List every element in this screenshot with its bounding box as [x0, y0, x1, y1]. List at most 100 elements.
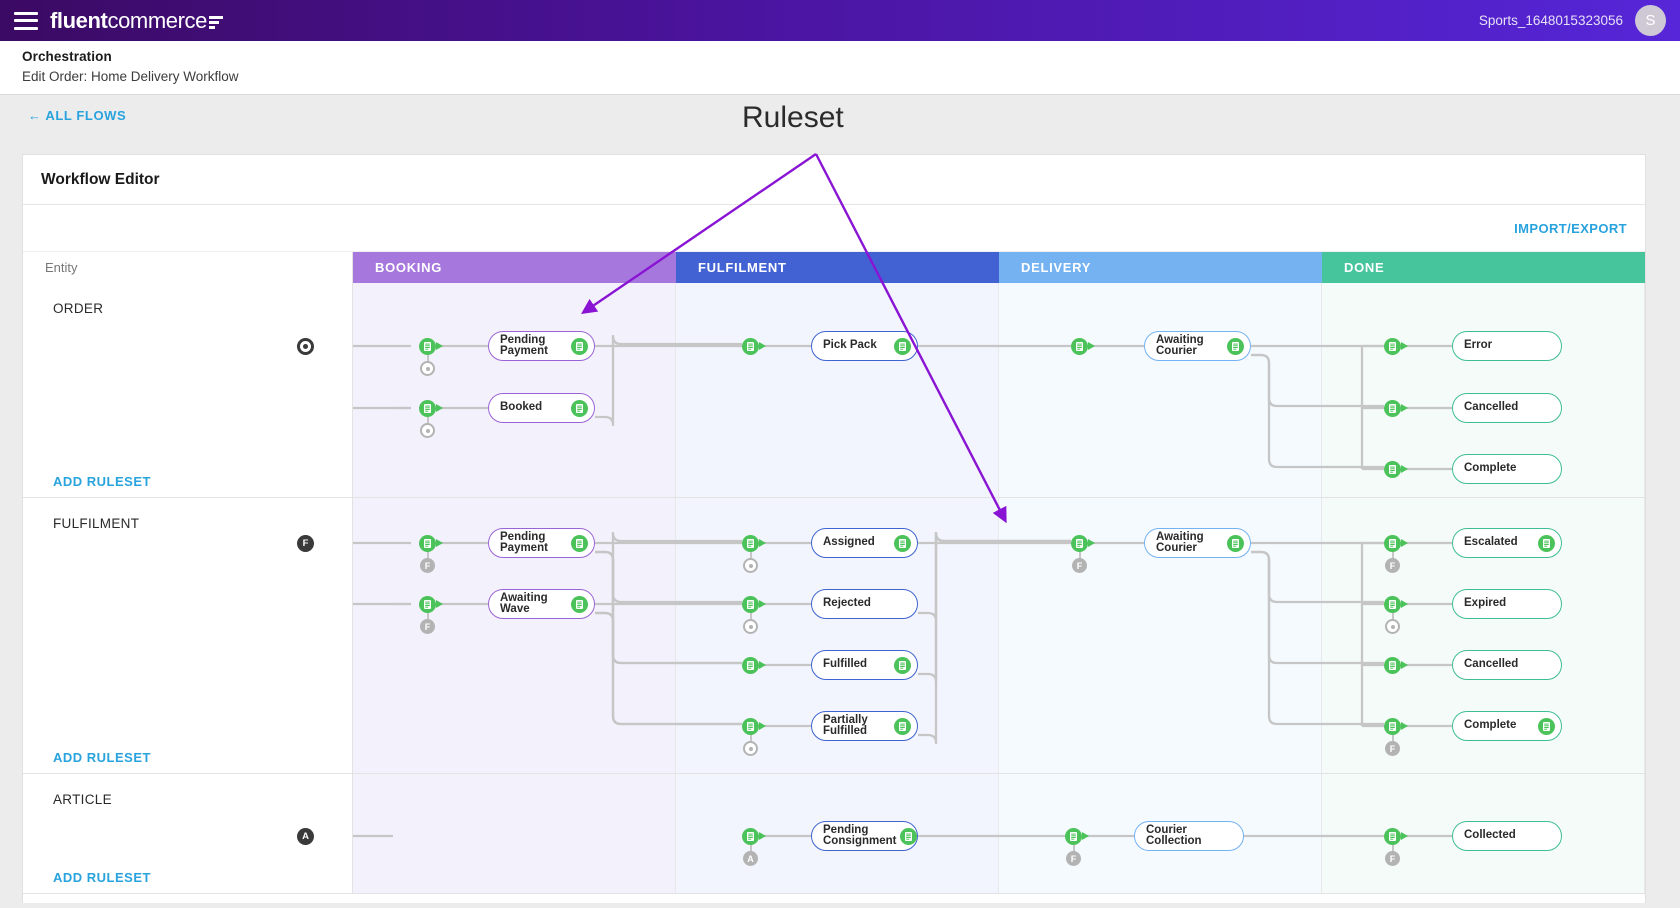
- node-ruleset-icon[interactable]: [571, 399, 588, 417]
- ruleset-icon[interactable]: [419, 337, 443, 355]
- ruleset-icon[interactable]: [419, 399, 443, 417]
- ruleset-doc-icon[interactable]: [742, 827, 759, 845]
- workflow-state-node[interactable]: Pending Payment: [488, 528, 595, 558]
- workflow-state-node[interactable]: Escalated: [1452, 528, 1562, 558]
- flow-arrow-icon: [1088, 342, 1095, 350]
- ruleset-icon[interactable]: [742, 337, 766, 355]
- ruleset-doc-icon[interactable]: [742, 717, 759, 735]
- column-header-booking[interactable]: BOOKING: [353, 252, 676, 283]
- node-ruleset-icon[interactable]: [1538, 534, 1555, 552]
- ruleset-icon[interactable]: [1384, 827, 1408, 845]
- ruleset-doc-icon[interactable]: [742, 656, 759, 674]
- ruleset-icon[interactable]: [742, 595, 766, 613]
- workflow-state-node[interactable]: Cancelled: [1452, 650, 1562, 680]
- ruleset-icon[interactable]: [1384, 595, 1408, 613]
- ruleset-doc-icon[interactable]: [1384, 595, 1401, 613]
- ruleset-doc-icon[interactable]: [1071, 534, 1088, 552]
- node-ruleset-icon[interactable]: [894, 717, 911, 735]
- column-header-done[interactable]: DONE: [1322, 252, 1645, 283]
- workflow-state-node[interactable]: Error: [1452, 331, 1562, 361]
- workflow-state-node[interactable]: Expired: [1452, 589, 1562, 619]
- ruleset-doc-icon[interactable]: [419, 399, 436, 417]
- header-right: Sports_1648015323056 S: [1479, 5, 1666, 36]
- ruleset-doc-icon[interactable]: [1384, 399, 1401, 417]
- workflow-state-node[interactable]: Partially Fulfilled: [811, 711, 918, 741]
- ruleset-doc-icon[interactable]: [742, 534, 759, 552]
- badge-stem: [1391, 549, 1394, 559]
- ruleset-doc-icon[interactable]: [419, 534, 436, 552]
- ruleset-doc-icon[interactable]: [419, 337, 436, 355]
- ruleset-icon[interactable]: [1384, 656, 1408, 674]
- workflow-state-node[interactable]: Awaiting Wave: [488, 589, 595, 619]
- workflow-state-node[interactable]: Awaiting Courier: [1144, 528, 1251, 558]
- node-ruleset-icon[interactable]: [571, 595, 588, 613]
- workflow-state-node[interactable]: Awaiting Courier: [1144, 331, 1251, 361]
- ruleset-icon[interactable]: [1071, 534, 1095, 552]
- workflow-state-node[interactable]: Fulfilled: [811, 650, 918, 680]
- ruleset-icon[interactable]: [419, 595, 443, 613]
- node-ruleset-icon[interactable]: [1538, 717, 1555, 735]
- node-ruleset-icon[interactable]: [894, 656, 911, 674]
- workflow-state-node[interactable]: Collected: [1452, 821, 1562, 851]
- ruleset-doc-icon[interactable]: [742, 595, 759, 613]
- add-ruleset-button[interactable]: ADD RULESET: [53, 870, 151, 885]
- lane-booking: [353, 283, 676, 497]
- ruleset-doc-icon[interactable]: [1384, 460, 1401, 478]
- all-flows-back-link[interactable]: ← ALL FLOWS: [28, 108, 127, 123]
- workflow-state-node[interactable]: Booked: [488, 393, 595, 423]
- ruleset-doc-icon[interactable]: [1384, 337, 1401, 355]
- avatar[interactable]: S: [1635, 5, 1666, 36]
- ruleset-icon[interactable]: [1384, 337, 1408, 355]
- import-export-button[interactable]: IMPORT/EXPORT: [1514, 220, 1627, 236]
- column-header-fulfilment[interactable]: FULFILMENT: [676, 252, 999, 283]
- card-toolbar: IMPORT/EXPORT: [23, 205, 1645, 252]
- ruleset-icon[interactable]: [742, 717, 766, 735]
- ruleset-doc-icon[interactable]: [1384, 534, 1401, 552]
- flow-start-marker[interactable]: F: [297, 534, 314, 552]
- column-header-delivery[interactable]: DELIVERY: [999, 252, 1322, 283]
- ruleset-icon[interactable]: [742, 656, 766, 674]
- workflow-state-node[interactable]: Pick Pack: [811, 331, 918, 361]
- node-ruleset-icon[interactable]: [894, 337, 911, 355]
- ruleset-icon[interactable]: [742, 827, 766, 845]
- node-ruleset-icon[interactable]: [1227, 534, 1244, 552]
- add-ruleset-button[interactable]: ADD RULESET: [53, 474, 151, 489]
- ruleset-icon[interactable]: [742, 534, 766, 552]
- ruleset-doc-icon[interactable]: [419, 595, 436, 613]
- add-ruleset-button[interactable]: ADD RULESET: [53, 750, 151, 765]
- ruleset-doc-icon[interactable]: [1384, 717, 1401, 735]
- workflow-state-node[interactable]: Complete: [1452, 711, 1562, 741]
- node-ruleset-icon[interactable]: [571, 534, 588, 552]
- ruleset-icon[interactable]: [1384, 717, 1408, 735]
- workflow-state-node[interactable]: Courier Collection: [1134, 821, 1244, 851]
- flow-start-marker[interactable]: [297, 337, 314, 355]
- ruleset-doc-icon[interactable]: [1065, 827, 1082, 845]
- workflow-state-node[interactable]: Rejected: [811, 589, 918, 619]
- hamburger-icon[interactable]: [14, 11, 38, 30]
- node-label: Booked: [500, 401, 543, 414]
- ruleset-icon[interactable]: [1384, 460, 1408, 478]
- node-ruleset-icon[interactable]: [900, 827, 918, 845]
- flow-start-marker[interactable]: A: [297, 827, 314, 845]
- ruleset-icon[interactable]: [1071, 337, 1095, 355]
- ruleset-icon[interactable]: [1065, 827, 1089, 845]
- ruleset-doc-icon[interactable]: [1384, 656, 1401, 674]
- workflow-state-node[interactable]: Pending Consignment: [811, 821, 918, 851]
- ruleset-icon[interactable]: [419, 534, 443, 552]
- node-ruleset-icon[interactable]: [894, 534, 911, 552]
- ruleset-icon[interactable]: [1384, 399, 1408, 417]
- ruleset-doc-icon[interactable]: [1384, 827, 1401, 845]
- flow-arrow-icon: [1401, 661, 1408, 669]
- ruleset-doc-icon[interactable]: [1071, 337, 1088, 355]
- workflow-state-node[interactable]: Complete: [1452, 454, 1562, 484]
- node-ruleset-icon[interactable]: [1227, 337, 1244, 355]
- workflow-state-node[interactable]: Assigned: [811, 528, 918, 558]
- workflow-state-node[interactable]: Pending Payment: [488, 331, 595, 361]
- workflow-state-node[interactable]: Cancelled: [1452, 393, 1562, 423]
- ruleset-icon[interactable]: [1384, 534, 1408, 552]
- ruleset-doc-icon[interactable]: [742, 337, 759, 355]
- node-ruleset-icon[interactable]: [571, 337, 588, 355]
